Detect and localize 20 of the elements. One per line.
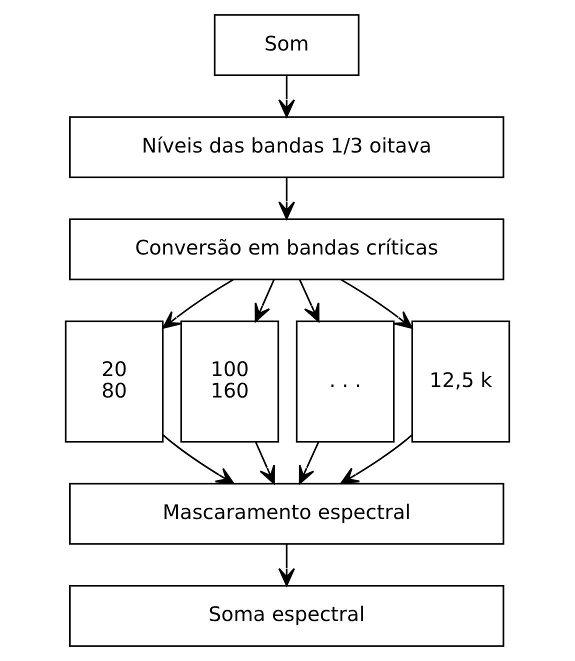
node-box: Soma espectral bbox=[69, 584, 504, 647]
node-box: Mascaramento espectral bbox=[69, 482, 504, 545]
arrow bbox=[298, 442, 320, 484]
arrow bbox=[278, 75, 296, 118]
arrow bbox=[298, 279, 320, 322]
node-box: Níveis das bandas 1/3 oitava bbox=[69, 116, 504, 178]
arrow bbox=[278, 544, 296, 586]
arrow bbox=[255, 442, 275, 484]
arrow bbox=[162, 278, 234, 329]
node-box: . . . bbox=[296, 320, 395, 443]
node-box: 20 80 bbox=[64, 320, 164, 443]
arrow bbox=[162, 434, 234, 484]
arrow bbox=[278, 177, 296, 220]
arrow bbox=[340, 434, 412, 484]
node-box: Conversão em bandas críticas bbox=[69, 218, 504, 280]
node-box: 100 160 bbox=[180, 320, 280, 443]
arrow bbox=[340, 278, 413, 329]
node-box: Som bbox=[214, 14, 360, 76]
arrow bbox=[254, 279, 275, 322]
node-box: 12,5 k bbox=[411, 320, 510, 443]
